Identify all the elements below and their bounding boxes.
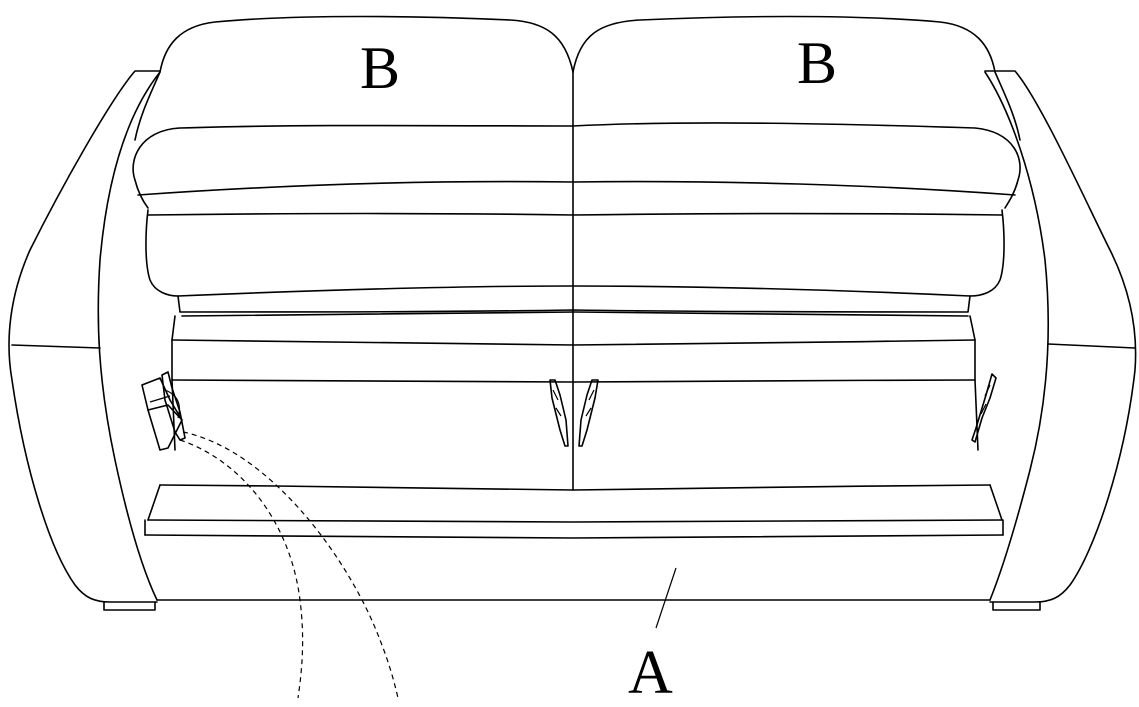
cables xyxy=(179,431,399,698)
leader-line-a xyxy=(655,567,677,629)
backrest-cushions xyxy=(132,15,1021,491)
base-frame xyxy=(144,519,1004,629)
cushion-label-left: B xyxy=(360,35,401,101)
cushion-label-right: B xyxy=(797,30,838,96)
center-brackets xyxy=(549,379,599,447)
right-armrest xyxy=(984,70,1137,611)
right-bracket xyxy=(971,373,997,443)
left-bracket-switch xyxy=(141,371,186,451)
base-label: A xyxy=(628,639,673,707)
seat-platform xyxy=(147,315,1003,521)
left-armrest xyxy=(8,70,161,611)
